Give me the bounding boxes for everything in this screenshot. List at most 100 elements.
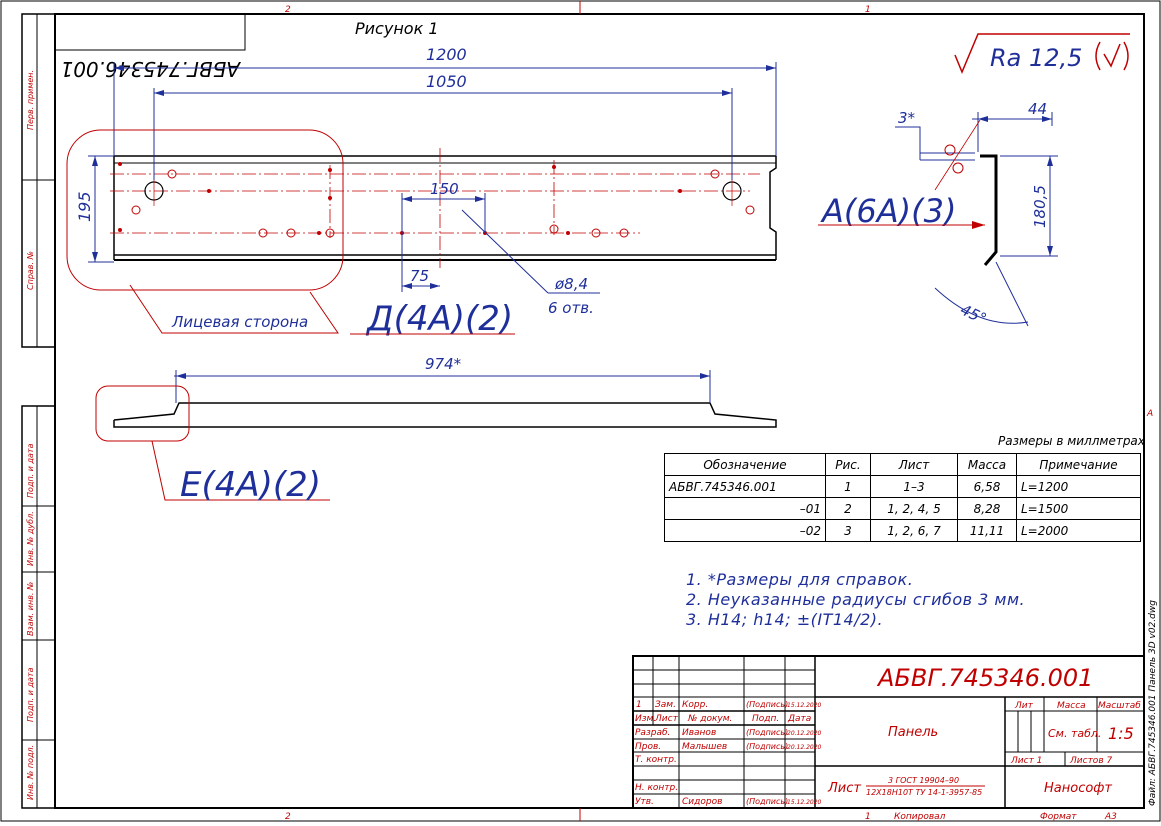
spec-cell: L=2000	[1016, 519, 1141, 542]
spec-cell: 3	[825, 519, 871, 542]
tb-change-num: 1	[636, 700, 642, 710]
spec-h-note: Примечание	[1016, 453, 1141, 476]
spec-cell: 1–3	[870, 475, 958, 498]
spec-h-fig: Рис.	[825, 453, 871, 476]
spec-cell: –01	[664, 497, 826, 520]
dim-hole: ø8,4	[554, 275, 588, 293]
tb-sign-5: (Подпись)	[746, 797, 788, 806]
col-podp-data-1: Подп. и дата	[26, 443, 35, 498]
tb-date-1: 20.12.2020	[787, 730, 822, 737]
col-podp-data-2: Подп. и дата	[26, 667, 35, 722]
tb-material-top: 3 ГОСТ 19904–90	[888, 776, 959, 785]
dim-974: 974*	[425, 355, 462, 373]
tb-role-2: Пров.	[635, 742, 661, 752]
dim-1200: 1200	[426, 45, 467, 64]
spec-cell: L=1200	[1016, 475, 1141, 498]
technical-notes: 1. *Размеры для справок. 2. Неуказанные …	[686, 570, 1025, 630]
tb-material-bottom: 12Х18Н10Т ТУ 14-1-3957-85	[866, 788, 982, 797]
spec-cell: 11,11	[957, 519, 1017, 542]
spec-cell: 8,28	[957, 497, 1017, 520]
dim-1050: 1050	[426, 72, 467, 91]
note-item: 2. Неуказанные радиусы сгибов 3 мм.	[686, 590, 1026, 609]
tb-h-list: Лист	[654, 714, 679, 724]
label-view-e: Е(4А)(2)	[180, 465, 321, 505]
tb-h-doc: № докум.	[687, 714, 732, 724]
tb-scale-label: Масштаб	[1098, 701, 1141, 711]
zone-bottom-2: 2	[285, 812, 291, 822]
mirrored-code: АБВГ.745346.001	[60, 57, 242, 81]
col-perv-primen: Перв. примен.	[26, 70, 35, 130]
tb-change-doc: Корр.	[682, 700, 708, 710]
table-row: –01 2 1, 2, 4, 5 8,28 L=1500	[664, 497, 1141, 520]
tb-change-type: Зам.	[655, 700, 676, 710]
col-inv-dubl: Инв. № дубл.	[26, 511, 35, 566]
footer-copied: Копировал	[894, 812, 946, 822]
figure-title: Рисунок 1	[355, 19, 439, 38]
spec-table: Обозначение Рис. Лист Масса Примечание А…	[664, 453, 1141, 542]
dim-180: 180,5	[1031, 185, 1049, 228]
tb-material-prefix: Лист	[827, 781, 861, 796]
tb-scale-value: 1:5	[1108, 724, 1134, 743]
footer-format-value: А3	[1104, 812, 1117, 822]
spec-cell: 1, 2, 4, 5	[870, 497, 958, 520]
tb-date-2: 20.12.2020	[787, 744, 822, 751]
tb-name-5: Сидоров	[682, 797, 722, 807]
col-vzam-inv: Взам. инв. №	[26, 582, 35, 636]
spec-cell: 1	[825, 475, 871, 498]
col-inv-podl: Инв. № подл.	[26, 745, 35, 800]
mirrored-code-box: АБВГ.745346.001	[54, 13, 246, 81]
dim-holes-count: 6 отв.	[548, 299, 594, 317]
side-section-view: 44 180,5 3* 45° А(6А)(3)	[818, 100, 1058, 328]
bottom-profile-view: 974* Е(4А)(2)	[95, 355, 777, 505]
spec-cell: 6,58	[957, 475, 1017, 498]
tb-name-1: Иванов	[682, 728, 716, 738]
tb-role-4: Н. контр.	[635, 783, 678, 793]
note-item: 1. *Размеры для справок.	[686, 570, 914, 589]
tb-sheet: Лист 1	[1010, 756, 1042, 766]
dim-150: 150	[430, 180, 459, 198]
tb-role-5: Утв.	[635, 797, 654, 807]
tb-mass-value: См. табл.	[1048, 727, 1101, 740]
label-face-side: Лицевая сторона	[171, 313, 308, 331]
spec-cell: АБВГ.745346.001	[664, 475, 826, 498]
note-item: 3. H14; h14; ±(IT14/2).	[686, 610, 884, 629]
spec-h-mass: Масса	[957, 453, 1017, 476]
main-panel-view: 1200 1050 195 150 75 ø8,4 6 отв.	[66, 45, 777, 339]
spec-cell: –02	[664, 519, 826, 542]
table-row: –02 3 1, 2, 6, 7 11,11 L=2000	[664, 519, 1141, 542]
dim-3: 3*	[898, 109, 916, 127]
title-block-text: 1 Зам. Корр. (Подпись) 15.12.2020 Изм. Л…	[635, 664, 1141, 807]
spec-header-row: Обозначение Рис. Лист Масса Примечание	[664, 453, 1141, 476]
label-view-a: А(6А)(3)	[820, 192, 956, 230]
tb-org: Нанософт	[1044, 781, 1112, 796]
tb-designation: АБВГ.745346.001	[876, 664, 1093, 692]
tb-name-2: Малышев	[682, 742, 727, 752]
file-name: Файл: АБВГ.745346.001 Панель 3D v02.dwg	[1148, 600, 1158, 806]
tb-lit-label: Лит	[1014, 701, 1034, 711]
tb-name: Панель	[888, 725, 938, 740]
label-view-d: Д(4А)(2)	[365, 299, 513, 339]
tb-change-sign: (Подпись)	[746, 700, 788, 709]
dim-75: 75	[410, 267, 429, 285]
footer-format-label: Формат	[1040, 812, 1077, 822]
zone-top-2: 2	[285, 5, 291, 15]
tb-sign-1: (Подпись)	[746, 728, 788, 737]
spec-cell: 1, 2, 6, 7	[870, 519, 958, 542]
units-note: Размеры в миллметрах	[998, 434, 1145, 448]
dim-44: 44	[1028, 100, 1047, 118]
tb-mass-label: Масса	[1057, 701, 1086, 711]
zone-side-a: A	[1146, 409, 1153, 419]
tb-date-5: 15.12.2020	[787, 799, 822, 806]
tb-sign-2: (Подпись)	[746, 742, 788, 751]
tb-h-izm: Изм.	[635, 714, 656, 724]
col-sprav-n: Справ. №	[26, 251, 35, 290]
zone-bottom-1: 1	[865, 812, 871, 822]
table-row: АБВГ.745346.001 1 1–3 6,58 L=1200	[664, 475, 1141, 498]
title-block	[632, 655, 1145, 809]
tb-h-data: Дата	[787, 714, 811, 724]
dim-45: 45°	[958, 301, 990, 329]
left-side-columns: Перв. примен. Справ. № Подп. и дата Инв.…	[21, 13, 56, 809]
tb-change-date: 15.12.2020	[787, 702, 822, 709]
